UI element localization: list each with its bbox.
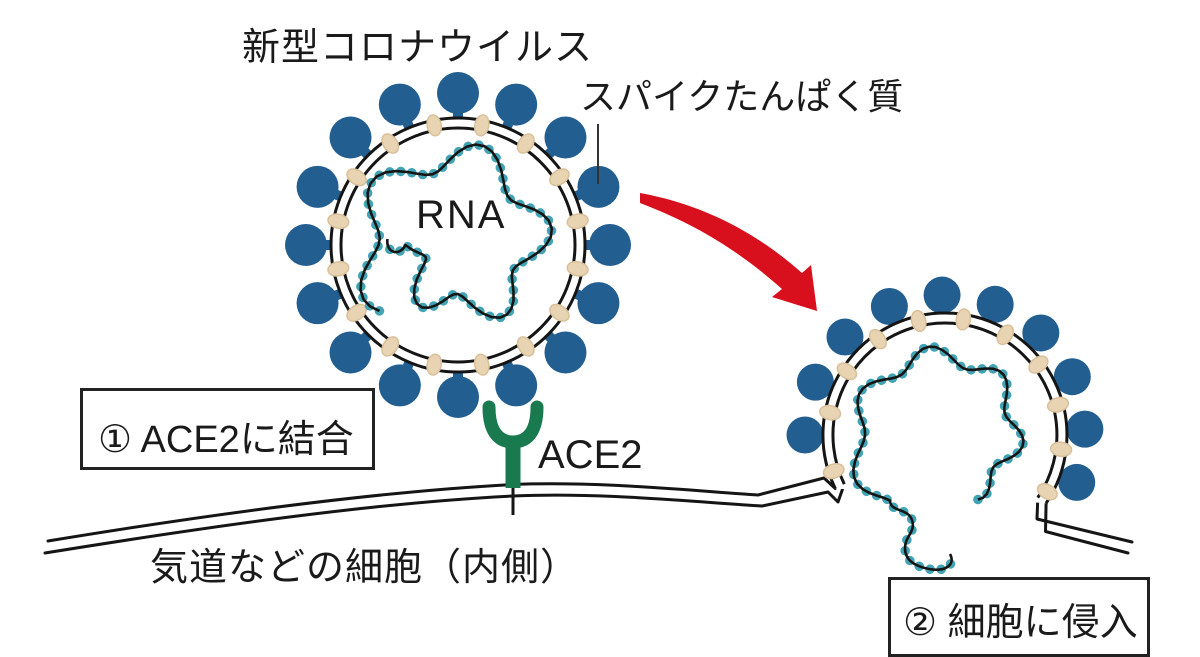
cell-label: 気道などの細胞（内側）	[150, 548, 579, 590]
virus-1-coronavirus	[285, 72, 631, 418]
spike-protein	[330, 117, 373, 160]
cell-membrane-right-upper-line	[1037, 498, 1132, 542]
spike-protein	[544, 331, 587, 374]
step1-label: ① ACE2に結合	[98, 419, 354, 461]
step2-label: ② 細胞に侵入	[903, 602, 1138, 644]
ace2-arms	[489, 407, 537, 442]
cell-membrane-right-lower-line	[1046, 503, 1129, 553]
spike-protein	[544, 117, 587, 160]
spike-protein	[330, 331, 373, 374]
virus-title-label: 新型コロナウイルス	[242, 28, 593, 70]
entry-arrow	[640, 193, 817, 311]
virus-2-entering-cell	[787, 277, 1104, 570]
spike-protein	[285, 224, 337, 266]
step1-box: ① ACE2に結合	[80, 388, 375, 470]
ace2-receptor	[489, 407, 537, 515]
step2-box: ② 細胞に侵入	[888, 577, 1150, 657]
spike-protein	[579, 224, 631, 266]
ace2-label: ACE2	[538, 433, 643, 477]
rna-label: RNA	[416, 193, 506, 237]
spike-protein-label: スパイクたんぱく質	[580, 77, 903, 117]
spike-protein	[437, 366, 479, 418]
cell-membrane-inner-line	[45, 484, 844, 553]
spike-protein	[437, 72, 479, 124]
cell-membrane-outer-line	[48, 478, 835, 541]
